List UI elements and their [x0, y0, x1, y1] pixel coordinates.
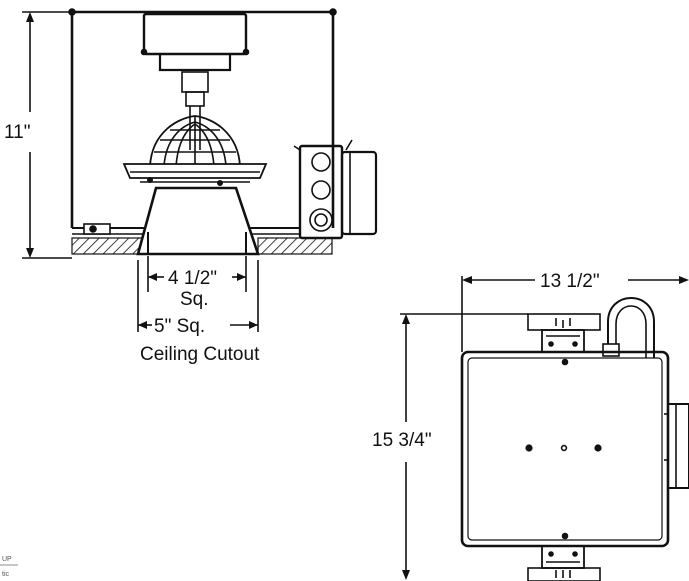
- height-label: 11": [4, 122, 30, 143]
- outer-cutout-dimension: [138, 321, 258, 329]
- housing-plate: [460, 350, 670, 548]
- flex-conduit: [602, 297, 655, 358]
- corner-mark-line2: tic: [2, 571, 10, 578]
- trim-cone: [136, 186, 260, 256]
- mounting-clip: [83, 223, 111, 235]
- ceiling-section-left: [71, 237, 147, 255]
- inner-cutout-dimension: [148, 273, 246, 281]
- outer-cutout-label: 5" Sq.: [154, 316, 205, 337]
- side-view: 11" 4 1/2" Sq. 5" Sq. Ceiling Cutout: [4, 8, 378, 365]
- junction-box: [293, 139, 378, 240]
- mounting-bracket-bottom: [527, 545, 601, 581]
- mounting-bracket-top: [527, 313, 601, 353]
- height-dimension: [22, 11, 72, 259]
- depth-label: 15 3/4": [372, 430, 432, 451]
- inner-cutout-suffix: Sq.: [180, 289, 209, 310]
- socket-housing: [140, 12, 250, 150]
- top-view: 13 1/2" 15 3/4": [372, 271, 689, 581]
- ceiling-section-right: [257, 237, 333, 255]
- mr16-lamp-reflector: [149, 115, 241, 167]
- junction-box-edge: [664, 403, 689, 489]
- corner-mark-line1: UP: [2, 556, 12, 563]
- cutout-extension-lines: [137, 256, 259, 332]
- ceiling-cutout-caption: Ceiling Cutout: [140, 344, 260, 365]
- corner-mark: UP tic: [0, 556, 18, 578]
- depth-dimension: [400, 313, 528, 580]
- width-label: 13 1/2": [540, 271, 600, 292]
- trim-flange: [122, 163, 268, 187]
- inner-cutout-label: 4 1/2": [168, 268, 217, 289]
